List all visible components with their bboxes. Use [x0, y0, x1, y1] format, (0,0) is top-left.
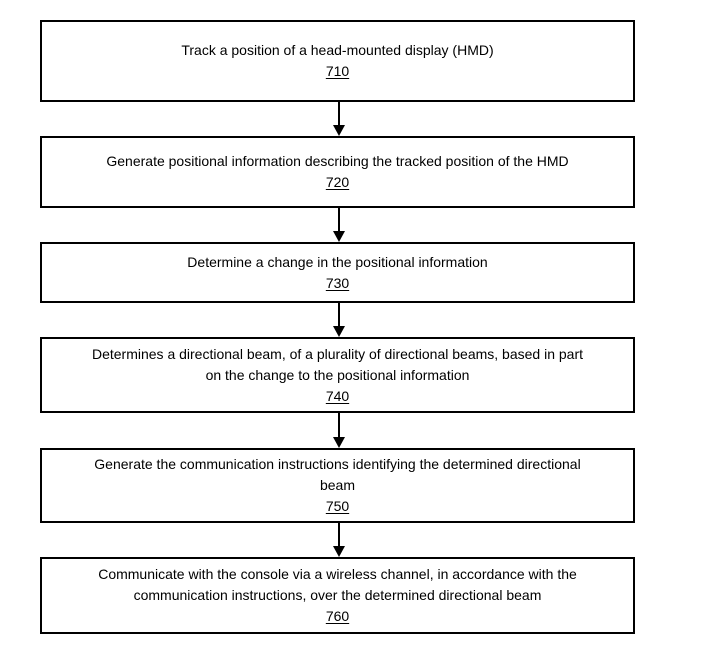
- step-text: Determine a change in the positional inf…: [187, 253, 488, 270]
- arrow-line: [338, 523, 340, 546]
- step-box-720: Generate positional information describi…: [40, 136, 635, 208]
- arrowhead-down-icon: [333, 231, 345, 242]
- step-ref-label: 710: [325, 63, 350, 79]
- step-ref-label: 730: [325, 274, 350, 291]
- arrow-line: [338, 413, 340, 437]
- flow-arrow-5: [333, 523, 345, 557]
- step-box-740: Determines a directional beam, of a plur…: [40, 337, 635, 413]
- flow-arrow-2: [333, 208, 345, 242]
- step-box-730: Determine a change in the positional inf…: [40, 242, 635, 303]
- arrow-line: [338, 303, 340, 326]
- step-box-760: Communicate with the console via a wirel…: [40, 557, 635, 634]
- step-ref-label: 760: [325, 608, 350, 624]
- arrowhead-down-icon: [333, 546, 345, 557]
- arrow-line: [338, 102, 340, 125]
- step-ref-label: 740: [325, 387, 350, 404]
- step-text: Generate the communication instructions …: [94, 456, 581, 493]
- step-box-710: Track a position of a head-mounted displ…: [40, 20, 635, 102]
- step-text: Communicate with the console via a wirel…: [98, 566, 577, 603]
- arrow-line: [338, 208, 340, 231]
- step-text: Track a position of a head-mounted displ…: [181, 42, 494, 58]
- step-ref-label: 750: [325, 498, 350, 514]
- arrowhead-down-icon: [333, 125, 345, 136]
- step-box-750: Generate the communication instructions …: [40, 448, 635, 523]
- step-text: Generate positional information describi…: [106, 153, 569, 169]
- arrowhead-down-icon: [333, 326, 345, 337]
- flow-arrow-1: [333, 102, 345, 136]
- flow-arrow-3: [333, 303, 345, 337]
- flow-arrow-4: [333, 413, 345, 448]
- step-text: Determines a directional beam, of a plur…: [91, 345, 584, 383]
- arrowhead-down-icon: [333, 437, 345, 448]
- step-ref-label: 720: [325, 174, 350, 190]
